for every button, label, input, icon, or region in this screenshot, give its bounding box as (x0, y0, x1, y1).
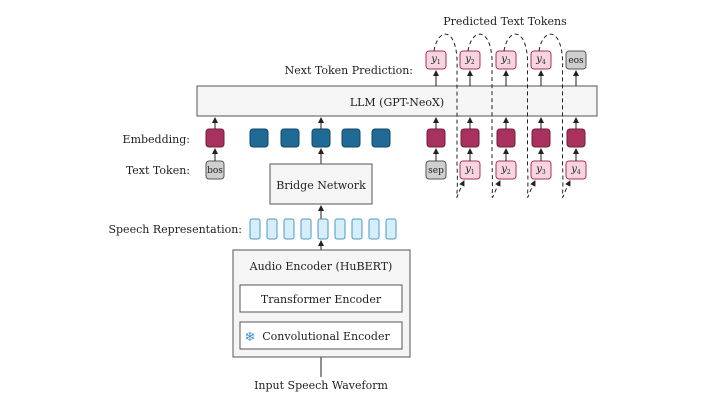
predicted-y (530, 50, 552, 70)
bridge-network-box (269, 163, 373, 205)
text-token-label: Text Token: (126, 164, 190, 177)
token-y-label: y2 (500, 164, 511, 176)
speech-feature-cell (249, 218, 261, 240)
autoregressive-loop (433, 33, 465, 198)
predicted-y-label: y2 (464, 54, 475, 66)
embedding-label: Embedding: (123, 133, 190, 146)
token-bos-label: bos (207, 166, 223, 176)
predicted-y-label: y1 (430, 54, 440, 66)
transformer-encoder-label: Transformer Encoder (261, 293, 382, 306)
predicted-eos (565, 50, 587, 70)
speech-feature-cell (317, 218, 329, 240)
convolutional-encoder-label: Convolutional Encoder (262, 330, 390, 343)
autoregressive-loop (503, 33, 536, 198)
embedding-square (371, 128, 391, 148)
llm-box (196, 85, 598, 117)
embedding-square (205, 128, 225, 148)
convolutional-encoder-box (239, 321, 403, 350)
audio-encoder-label: Audio Encoder (HuBERT) (249, 260, 393, 273)
next-token-prediction-label: Next Token Prediction: (285, 64, 413, 77)
token-y-label: y4 (570, 164, 581, 176)
autoregressive-loops (433, 33, 571, 198)
speech-feature-cell (385, 218, 397, 240)
embedding-square (311, 128, 331, 148)
snowflake-icon: ❄ (245, 330, 256, 345)
token-sep-label: sep (428, 166, 444, 176)
token-y-label: y3 (535, 164, 546, 176)
predicted-y-label: y4 (535, 54, 546, 66)
embedding-square (496, 128, 516, 148)
token-y-label: y1 (464, 164, 474, 176)
bridge-network-label: Bridge Network (276, 179, 366, 192)
speech-representation-label: Speech Representation: (108, 223, 242, 236)
embedding-square (249, 128, 269, 148)
text-token-row: bos sep y1 y2 y3 y4 (205, 160, 587, 180)
speech-feature-cell (300, 218, 312, 240)
speech-feature-cell (334, 218, 346, 240)
prediction-row: y1 y2 y3 y4 eos (425, 50, 587, 70)
predicted-y (425, 50, 447, 70)
predicted-text-tokens-label: Predicted Text Tokens (443, 15, 567, 28)
predicted-eos-label: eos (568, 56, 584, 66)
embedding-square (341, 128, 361, 148)
speech-feature-cell (266, 218, 278, 240)
input-speech-waveform-label: Input Speech Waveform (254, 379, 388, 392)
embedding-square (531, 128, 551, 148)
embedding-square (280, 128, 300, 148)
embedding-square (566, 128, 586, 148)
autoregressive-loop (467, 33, 501, 198)
speech-representation-row (249, 218, 397, 240)
speech-feature-cell (351, 218, 363, 240)
llm-label: LLM (GPT-NeoX) (350, 96, 444, 109)
embedding-row (205, 128, 586, 148)
embedding-square (426, 128, 446, 148)
arrows (212, 70, 579, 377)
predicted-y (459, 50, 481, 70)
speech-feature-cell (283, 218, 295, 240)
autoregressive-loop (538, 33, 571, 198)
predicted-y-label: y3 (500, 54, 511, 66)
predicted-y (495, 50, 517, 70)
transformer-encoder-box (239, 284, 403, 313)
speech-feature-cell (368, 218, 380, 240)
embedding-square (460, 128, 480, 148)
